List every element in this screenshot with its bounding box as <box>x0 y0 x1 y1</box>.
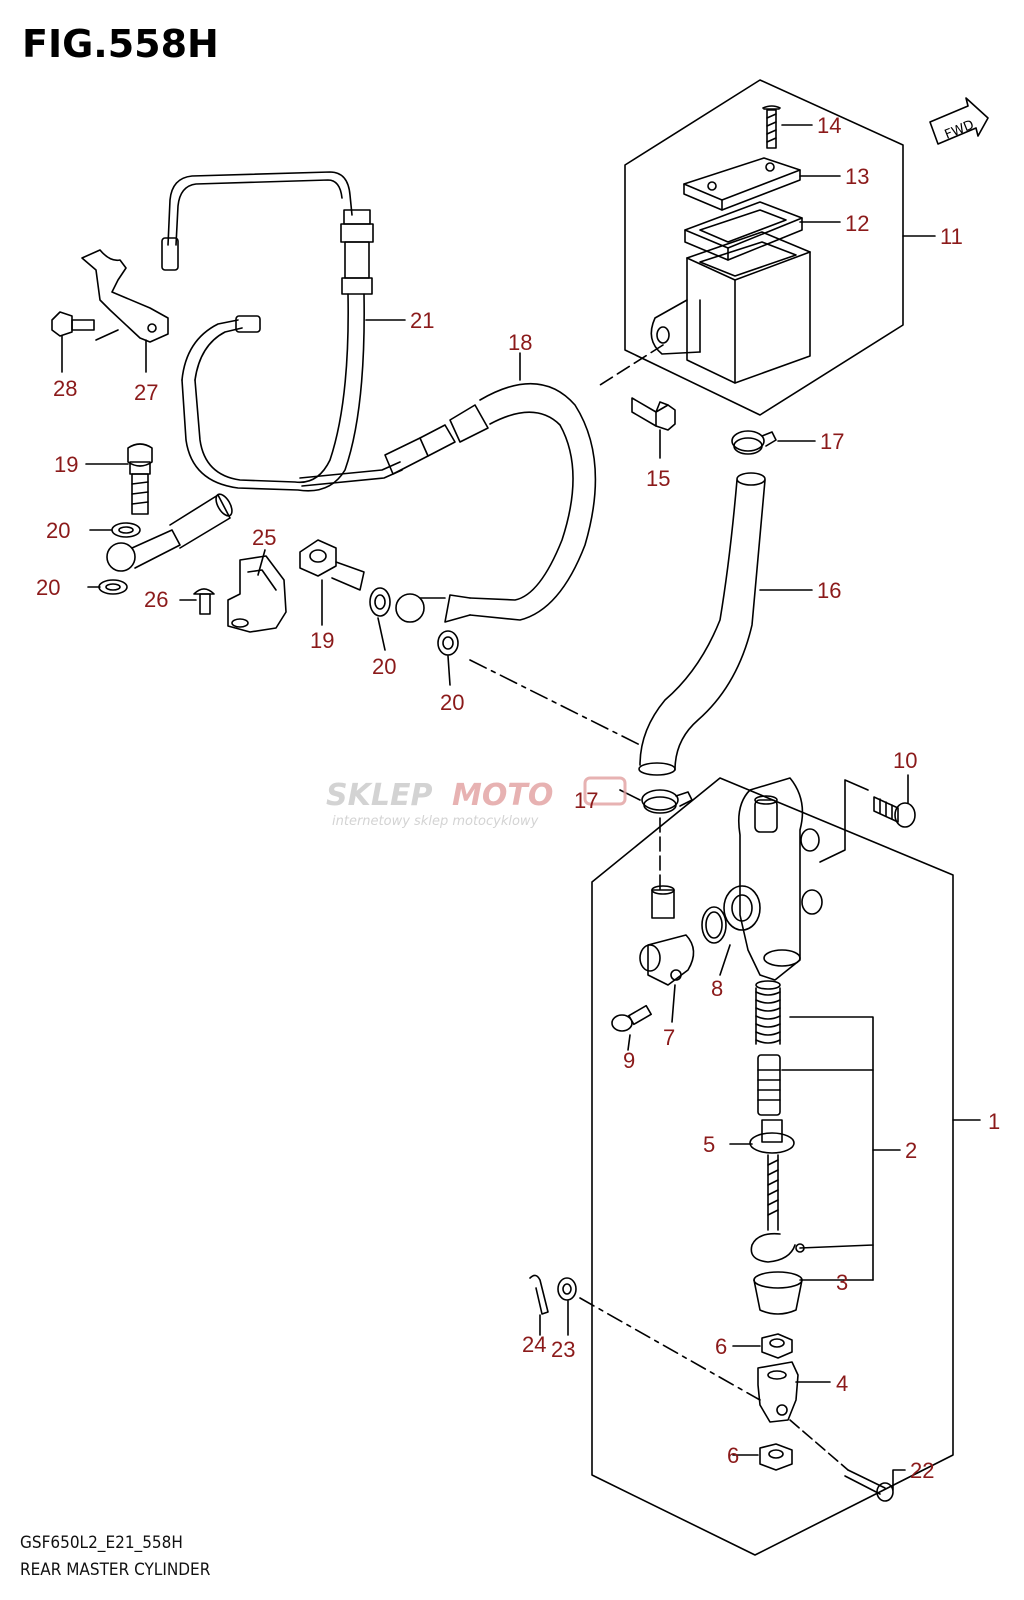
callout-9: 9 <box>623 1048 635 1073</box>
callout-20-c: 20 <box>372 654 396 679</box>
callout-28: 28 <box>53 376 77 401</box>
clevis-4 <box>757 1361 799 1423</box>
callout-20-b: 20 <box>36 575 60 600</box>
boot-3 <box>753 1271 803 1315</box>
callout-7: 7 <box>663 1025 675 1050</box>
figure-title: FIG.558H <box>22 22 219 66</box>
nut-6-top <box>761 1333 793 1359</box>
watermark-tagline: internetowy sklep motocyklowy <box>332 814 539 829</box>
callout-13: 13 <box>845 164 869 189</box>
diagram-code: GSF650L2_E21_558H <box>20 1533 183 1553</box>
screw-9 <box>611 1004 652 1032</box>
banjo-bolt-19-center <box>299 539 365 591</box>
callout-20-a: 20 <box>46 518 70 543</box>
callout-19-center: 19 <box>310 628 334 653</box>
leader-22-dash <box>789 1419 849 1471</box>
callout-3: 3 <box>836 1270 848 1295</box>
watermark: SKLEP MOTO internetowy sklep motocyklowy <box>326 776 627 829</box>
bolt-10 <box>873 796 916 828</box>
callout-17-top: 17 <box>820 429 844 454</box>
callout-20-d: 20 <box>440 690 464 715</box>
clamp-17-bottom <box>641 789 693 814</box>
leader-15-dash <box>599 344 664 386</box>
brake-hose-21 <box>161 171 374 492</box>
callout-22: 22 <box>910 1458 934 1483</box>
piston-2 <box>757 1054 781 1116</box>
leader-hose-dash <box>469 659 641 746</box>
pushrod-5 <box>749 1119 795 1231</box>
o-ring-8 <box>701 906 727 944</box>
assembly-outline-reservoir <box>624 79 904 416</box>
banjo-fitting-left <box>106 493 233 572</box>
callout-18: 18 <box>508 330 532 355</box>
snap-ring-2 <box>750 1232 805 1263</box>
callout-14: 14 <box>817 113 841 138</box>
washer-23 <box>557 1277 577 1301</box>
washer-20-b <box>98 579 128 595</box>
callout-4: 4 <box>836 1371 848 1396</box>
washer-20-d <box>437 630 459 656</box>
fwd-direction-badge <box>929 97 989 145</box>
bracket-27 <box>81 249 169 343</box>
reservoir-body-11 <box>650 231 811 384</box>
screw-26 <box>193 588 215 615</box>
cotter-pin-24 <box>529 1274 549 1315</box>
callout-23: 23 <box>551 1337 575 1362</box>
master-cylinder-body <box>723 777 823 981</box>
callout-19-left: 19 <box>54 452 78 477</box>
callout-21: 21 <box>410 308 434 333</box>
callout-12: 12 <box>845 211 869 236</box>
callout-labels: 1 2 3 4 5 6 6 7 8 9 10 11 12 13 14 15 16… <box>36 113 1000 1483</box>
callout-27: 27 <box>134 380 158 405</box>
leader-23-dash <box>579 1297 761 1401</box>
callout-6-top: 6 <box>715 1334 727 1359</box>
clamp-17-top <box>731 430 777 455</box>
leader-28-dash <box>95 329 119 341</box>
brake-hose-18 <box>299 382 597 623</box>
nut-6-bottom <box>759 1443 793 1471</box>
diagram-caption: REAR MASTER CYLINDER <box>20 1560 211 1580</box>
callout-26: 26 <box>144 587 168 612</box>
leader-10-bracket <box>819 779 869 863</box>
fitting-7 <box>639 885 695 986</box>
washer-20-c <box>369 587 391 617</box>
washer-20-a <box>111 522 141 538</box>
bolt-28 <box>51 311 95 337</box>
callout-10: 10 <box>893 748 917 773</box>
spring-2 <box>755 980 781 1045</box>
watermark-brand-mid: MOTO <box>452 778 553 813</box>
reservoir-cap-13 <box>683 157 801 211</box>
callout-24: 24 <box>522 1332 546 1357</box>
bolt-15 <box>631 397 676 431</box>
screw-14 <box>762 105 781 149</box>
banjo-bolt-19-left <box>127 443 153 515</box>
pin-22 <box>844 1469 894 1502</box>
callout-11: 11 <box>940 224 963 249</box>
callout-17-bottom: 17 <box>574 788 598 813</box>
callout-8: 8 <box>711 976 723 1001</box>
leader-lines <box>61 124 981 1491</box>
callout-25: 25 <box>252 525 276 550</box>
callout-5: 5 <box>703 1132 715 1157</box>
callout-16: 16 <box>817 578 841 603</box>
callout-1: 1 <box>988 1109 1000 1134</box>
hose-16 <box>638 472 766 776</box>
callout-2: 2 <box>905 1138 917 1163</box>
assembly-outline-master-cylinder <box>591 777 954 1556</box>
watermark-brand-left: SKLEP <box>326 778 432 813</box>
callout-15: 15 <box>646 466 670 491</box>
guide-25 <box>227 555 287 633</box>
callout-6-bottom: 6 <box>727 1443 739 1468</box>
